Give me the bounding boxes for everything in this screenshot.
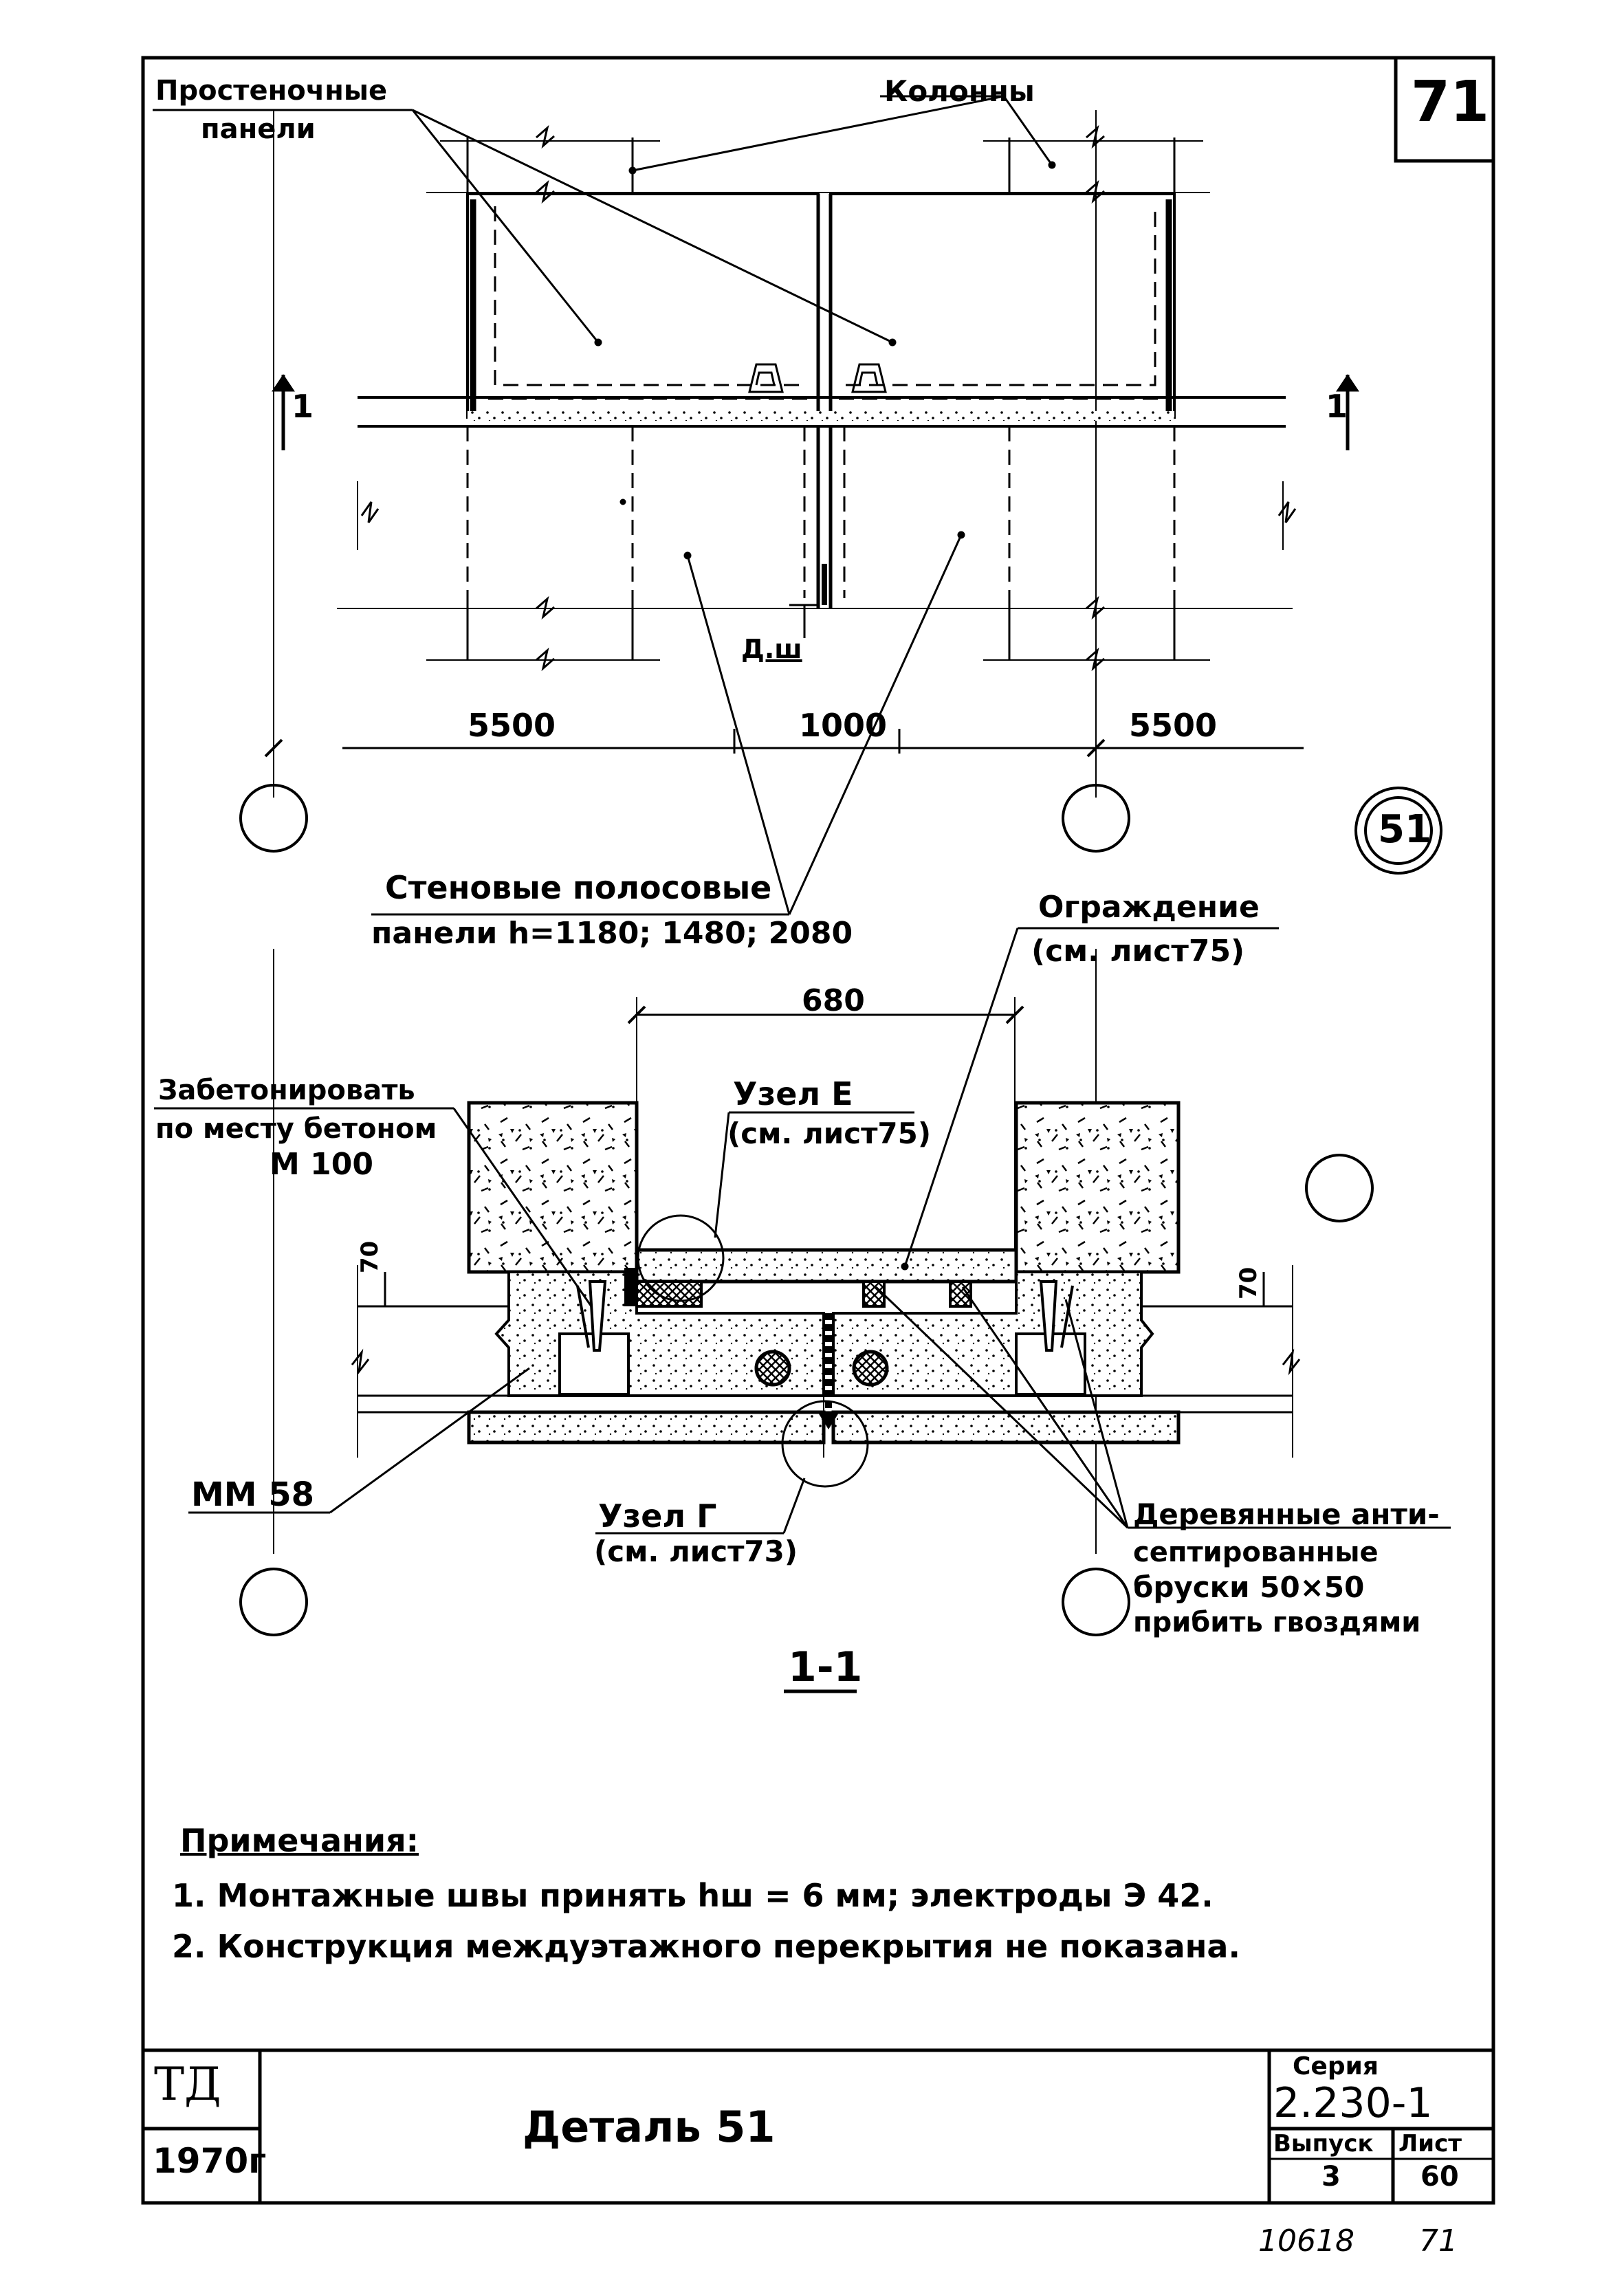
dim-70-right: 70 [1235,1266,1262,1299]
issue-label: Выпуск [1273,2130,1374,2157]
mm58-label: ММ 58 [191,1475,315,1514]
fence-label-2: (см. лист75) [1031,934,1245,969]
note-item-1: 1. Монтажные швы принять hш = 6 мм; элек… [172,1877,1214,1914]
plan-view [153,95,1442,916]
concrete-label-2: по месту бетоном [155,1113,437,1145]
org-code: ТД [154,2058,221,2111]
footer-page: 71 [1419,2223,1458,2259]
detail-number: 51 [1378,807,1431,852]
footer-code: 10618 [1258,2223,1354,2259]
wood-bars-label-3: бруски 50×50 [1133,1570,1365,1604]
dim-mid: 1000 [799,707,888,744]
year: 1970г [153,2141,267,2181]
section-mark-right: 1 [1326,388,1348,425]
sheet-value: 60 [1420,2161,1459,2193]
node-e-label-2: (см. лист75) [727,1117,932,1150]
drawing-title: Деталь 51 [523,2102,776,2152]
wood-bars-label-1: Деревянные анти- [1133,1497,1440,1531]
node-g-label-2: (см. лист73) [594,1535,798,1568]
note-item-2: 2. Конструкция междуэтажного перекрытия … [172,1928,1240,1965]
strip-panels-label-2: панели h=1180; 1480; 2080 [371,916,853,951]
section-mark-left: 1 [292,388,314,425]
notes-title: Примечания: [180,1822,419,1859]
section-title: 1-1 [788,1643,863,1691]
fence-label-1: Ограждение [1038,890,1260,925]
wood-bars-label-2: септированные [1133,1537,1379,1568]
columns-label: Колонны [884,74,1035,108]
concrete-label-3: М 100 [270,1147,373,1182]
concrete-label-1: Забетонировать [158,1075,415,1106]
dim-680: 680 [802,983,865,1018]
sheet-number: 71 [1411,69,1490,135]
wood-bars-label-4: прибить гвоздями [1133,1607,1421,1638]
dim-right: 5500 [1129,707,1218,744]
node-e-label-1: Узел Е [733,1075,853,1112]
partition-panels-label-2: панели [201,113,316,145]
series-label: Серия [1293,2052,1379,2080]
section-1-1 [154,927,1451,1693]
weld-mark: Д.ш [741,634,802,664]
sheet-label: Лист [1398,2130,1462,2157]
sheet-number-box [1394,56,1495,163]
partition-panels-label-1: Простеночные [155,75,388,107]
node-g-label-1: Узел Г [598,1497,717,1535]
dim-70-left: 70 [356,1240,384,1273]
sheet-border [141,56,1495,2205]
title-block [143,2048,1493,2203]
issue-value: 3 [1321,2161,1341,2193]
series-value: 2.230-1 [1273,2079,1433,2127]
strip-panels-label-1: Стеновые полосовые [385,869,772,906]
dim-left: 5500 [468,707,556,744]
